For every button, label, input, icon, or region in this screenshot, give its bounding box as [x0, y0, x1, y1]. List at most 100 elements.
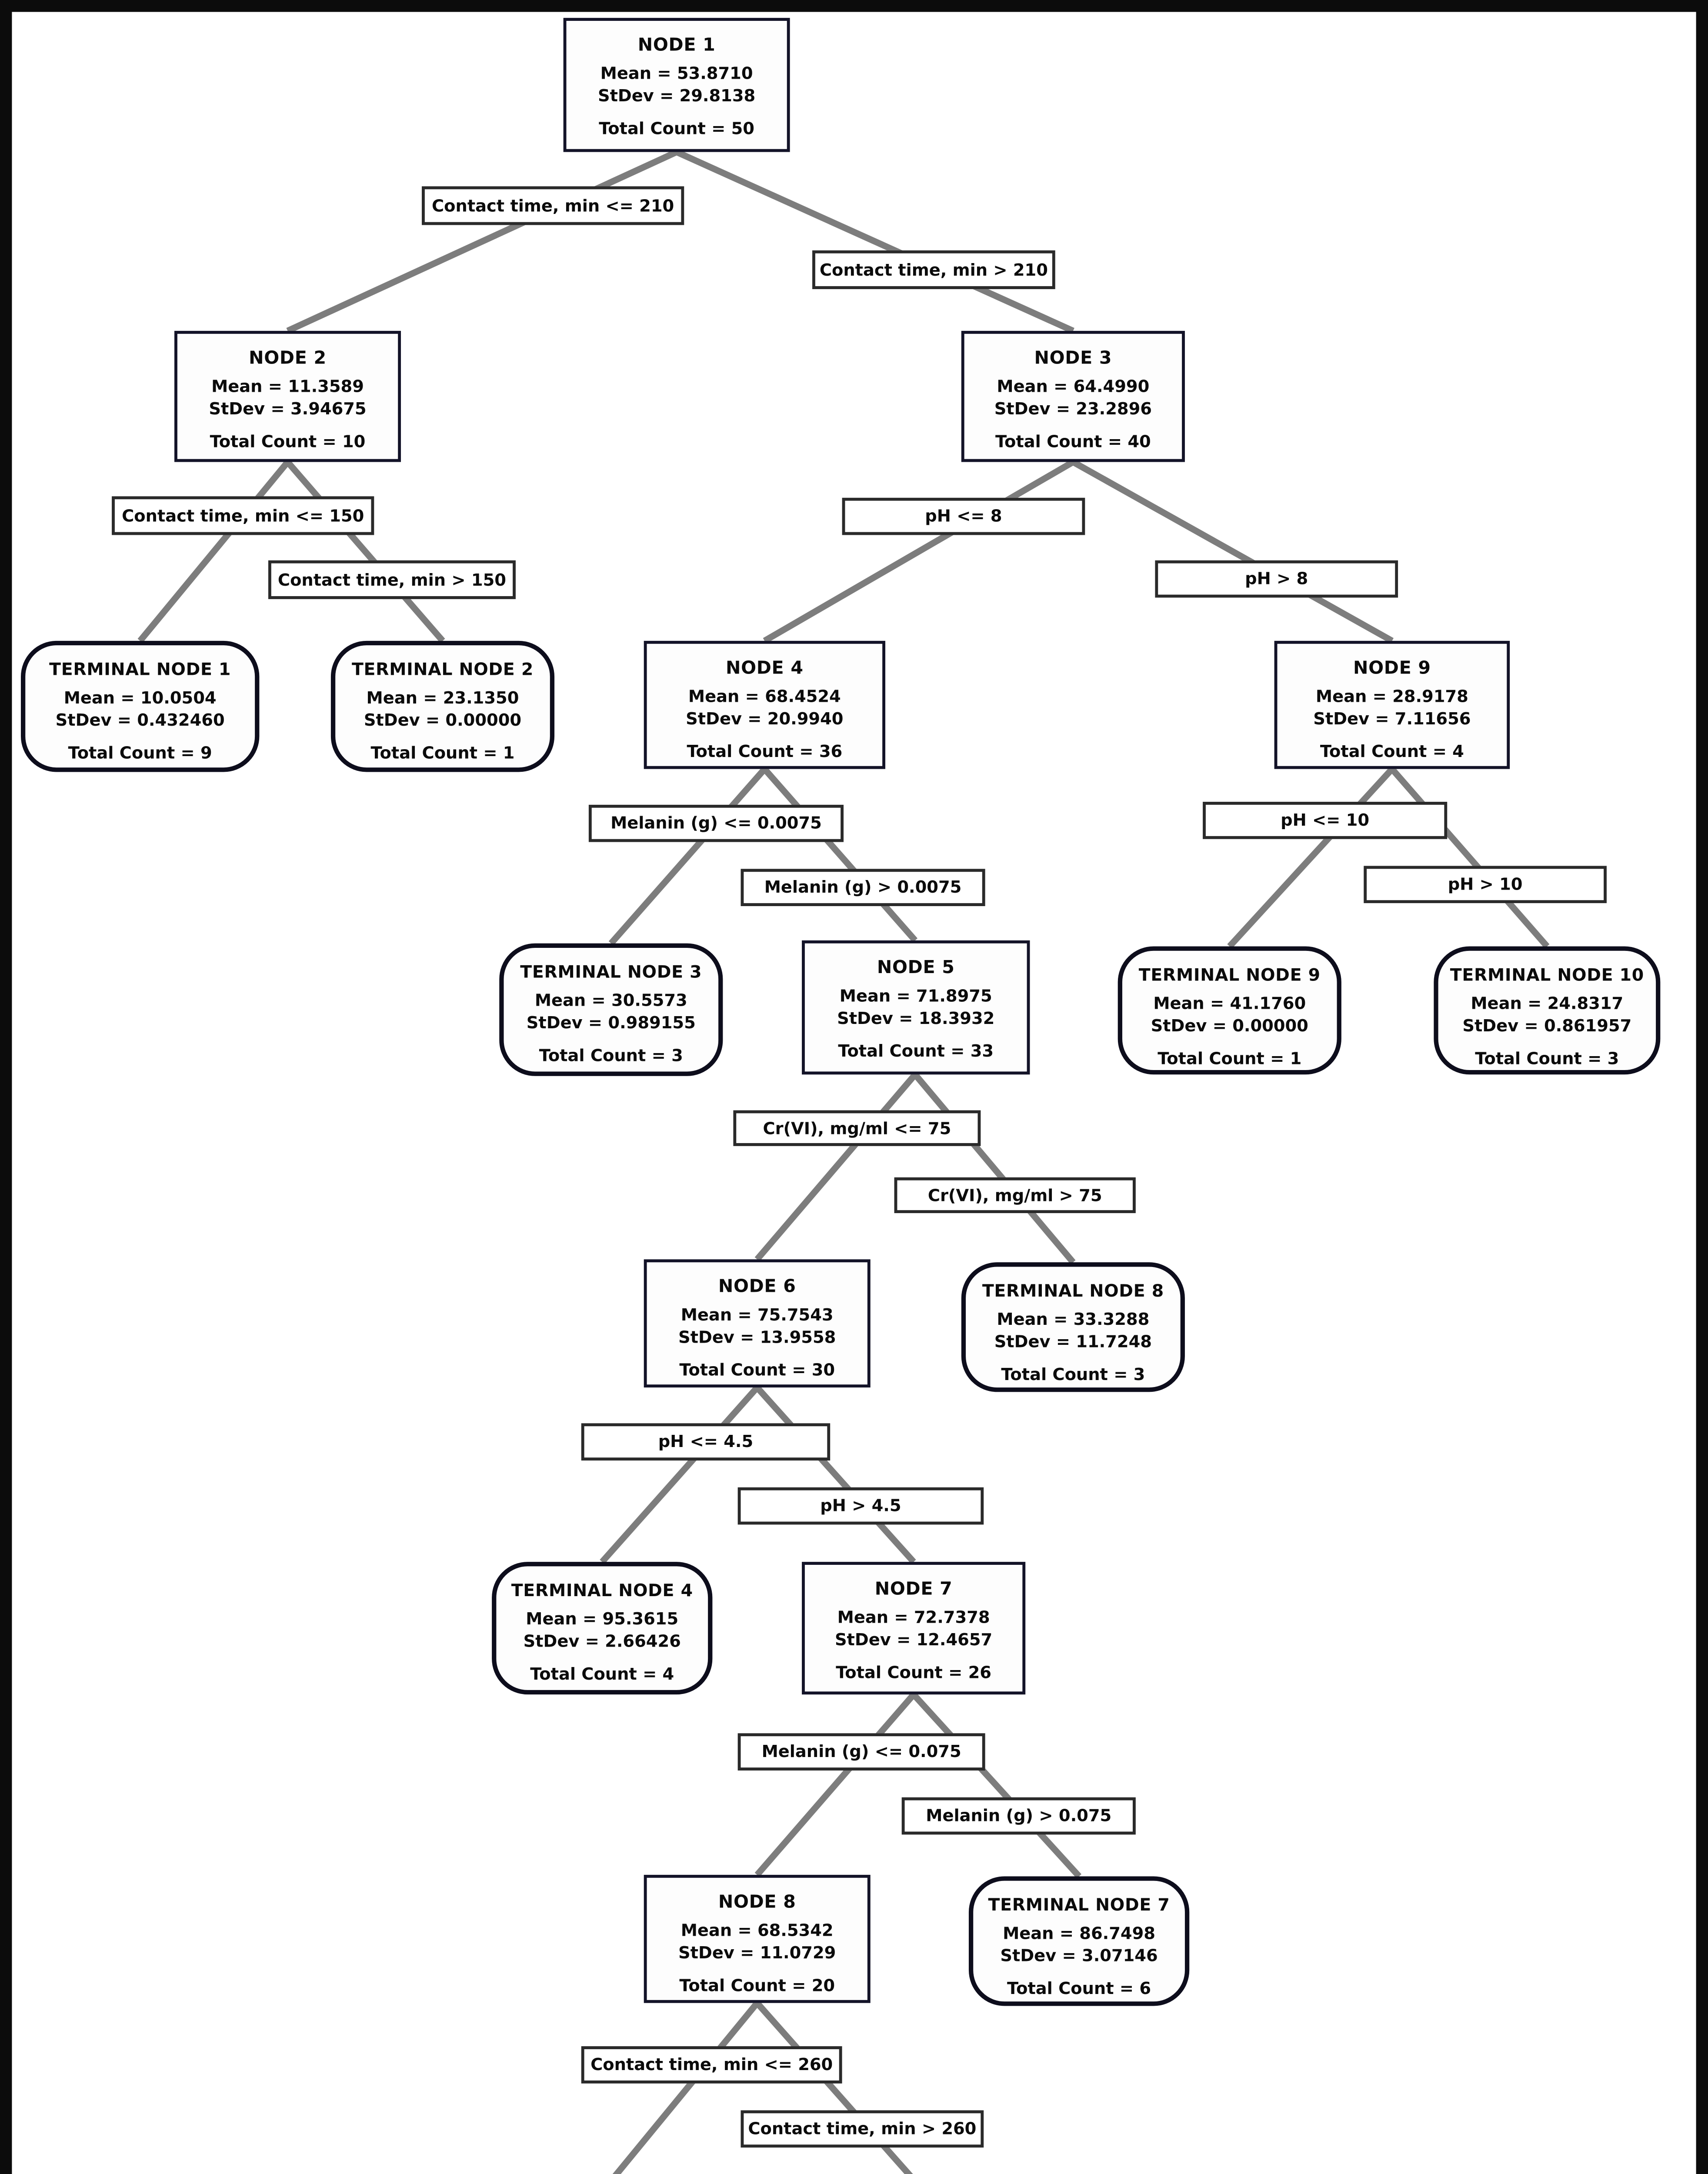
node-mean: Mean = 72.7378: [837, 1608, 990, 1627]
node-mean: Mean = 23.1350: [366, 688, 519, 708]
split-label-melanin-gt-0.0075: Melanin (g) > 0.0075: [741, 869, 985, 906]
node-mean: Mean = 86.7498: [1003, 1924, 1155, 1944]
node-stdev: StDev = 20.9940: [686, 709, 844, 729]
node-count: Total Count = 50: [599, 118, 755, 138]
split-label-crvi-gt-75: Cr(VI), mg/ml > 75: [894, 1177, 1136, 1214]
node-stdev: StDev = 11.0729: [678, 1943, 836, 1963]
node-mean: Mean = 33.3288: [997, 1310, 1150, 1330]
node-count: Total Count = 26: [836, 1662, 991, 1682]
node-stdev: StDev = 0.432460: [55, 710, 225, 730]
node-title: NODE 3: [1034, 347, 1112, 368]
node-title: NODE 7: [874, 1578, 953, 1599]
node-stdev: StDev = 0.00000: [1151, 1016, 1308, 1036]
split-label-contact-time-gt-260: Contact time, min > 260: [741, 2110, 984, 2148]
split-label-melanin-le-0.075: Melanin (g) <= 0.075: [737, 1733, 985, 1771]
node-title: TERMINAL NODE 9: [1138, 964, 1321, 985]
node-mean: Mean = 68.5342: [681, 1921, 834, 1941]
split-label-contact-time-gt-150: Contact time, min > 150: [268, 560, 516, 599]
node-title: NODE 1: [637, 34, 716, 55]
node-stdev: StDev = 0.861957: [1462, 1016, 1632, 1036]
node-mean: Mean = 53.8710: [600, 64, 753, 83]
node-mean: Mean = 68.4524: [688, 687, 841, 707]
node-count: Total Count = 10: [210, 431, 366, 451]
node-stdev: StDev = 3.07146: [1000, 1946, 1158, 1966]
node-mean: Mean = 11.3589: [211, 377, 364, 397]
split-label-crvi-le-75: Cr(VI), mg/ml <= 75: [733, 1110, 981, 1146]
node-mean: Mean = 71.8975: [839, 987, 992, 1006]
split-label-contact-time-le-210: Contact time, min <= 210: [422, 186, 684, 225]
node-mean: Mean = 10.0504: [63, 688, 217, 708]
node-stdev: StDev = 18.3932: [837, 1008, 995, 1028]
node-stdev: StDev = 23.2896: [994, 399, 1152, 419]
node-count: Total Count = 40: [995, 431, 1151, 451]
node-title: TERMINAL NODE 3: [520, 961, 702, 982]
node-count: Total Count = 3: [1001, 1364, 1145, 1384]
split-label-melanin-gt-0.075: Melanin (g) > 0.075: [901, 1797, 1136, 1835]
node-count: Total Count = 3: [539, 1045, 683, 1065]
node-stdev: StDev = 0.00000: [364, 710, 522, 730]
node-stdev: StDev = 2.66426: [523, 1631, 681, 1651]
split-label-contact-time-le-260: Contact time, min <= 260: [581, 2046, 842, 2084]
node-title: NODE 2: [249, 347, 327, 368]
split-label-contact-time-gt-210: Contact time, min > 210: [812, 250, 1055, 289]
node-title: NODE 8: [718, 1891, 796, 1912]
node-mean: Mean = 28.9178: [1315, 687, 1468, 707]
node-count: Total Count = 30: [679, 1360, 835, 1380]
node-title: TERMINAL NODE 10: [1450, 964, 1644, 985]
split-label-ph-le-4.5: pH <= 4.5: [581, 1423, 831, 1461]
node-count: Total Count = 6: [1007, 1978, 1151, 1998]
node-stdev: StDev = 0.989155: [526, 1013, 696, 1033]
node-title: TERMINAL NODE 1: [49, 658, 231, 680]
node-title: NODE 6: [718, 1276, 796, 1297]
node-stdev: StDev = 11.7248: [994, 1332, 1152, 1352]
node-title: NODE 9: [1353, 657, 1431, 678]
node-title: NODE 5: [877, 957, 955, 978]
node-mean: Mean = 64.4990: [997, 377, 1150, 397]
node-stdev: StDev = 7.11656: [1313, 709, 1471, 729]
node-count: Total Count = 1: [370, 743, 515, 763]
node-count: Total Count = 33: [838, 1041, 994, 1060]
node-stdev: StDev = 29.8138: [597, 86, 756, 106]
node-stdev: StDev = 13.9558: [678, 1327, 836, 1347]
node-mean: Mean = 30.5573: [534, 991, 687, 1010]
node-count: Total Count = 4: [1320, 741, 1464, 761]
split-label-ph-gt-8: pH > 8: [1155, 560, 1398, 598]
node-title: TERMINAL NODE 7: [988, 1894, 1170, 1915]
node-count: Total Count = 4: [530, 1664, 674, 1684]
node-count: Total Count = 9: [68, 743, 212, 763]
node-title: TERMINAL NODE 2: [351, 658, 534, 680]
split-label-ph-le-8: pH <= 8: [842, 497, 1085, 535]
split-label-ph-gt-4.5: pH > 4.5: [737, 1487, 984, 1525]
node-mean: Mean = 75.7543: [681, 1305, 834, 1325]
node-count: Total Count = 1: [1158, 1048, 1302, 1068]
node-title: TERMINAL NODE 4: [511, 1580, 693, 1601]
node-count: Total Count = 36: [687, 741, 843, 761]
node-title: TERMINAL NODE 8: [982, 1280, 1164, 1301]
node-title: NODE 4: [725, 657, 804, 678]
split-label-ph-gt-10: pH > 10: [1364, 866, 1607, 904]
node-stdev: StDev = 12.4657: [834, 1630, 993, 1650]
split-label-ph-le-10: pH <= 10: [1203, 802, 1448, 839]
node-count: Total Count = 20: [679, 1975, 835, 1995]
node-mean: Mean = 95.3615: [526, 1609, 679, 1629]
split-label-melanin-le-0.0075: Melanin (g) <= 0.0075: [588, 804, 844, 842]
